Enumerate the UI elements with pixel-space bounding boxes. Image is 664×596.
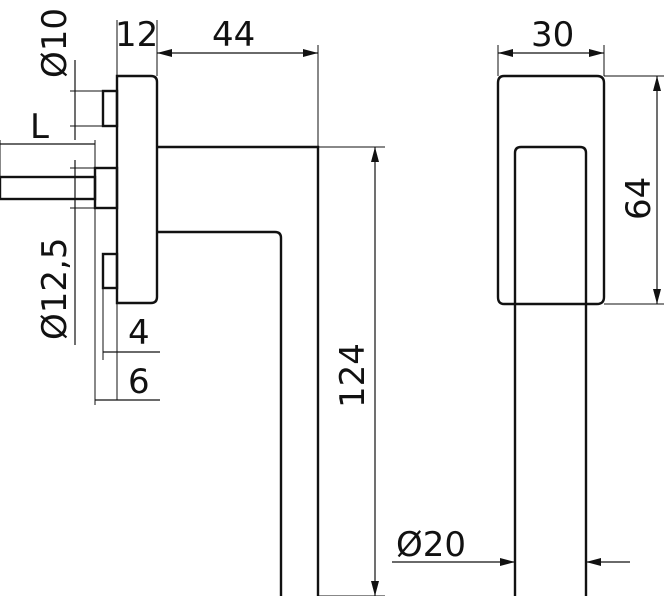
- handle-lever-side: [157, 145, 320, 596]
- label-grip-diameter: Ø20: [396, 525, 466, 565]
- side-view-dimensions: [0, 20, 515, 596]
- label-rose-height: 64: [619, 177, 659, 220]
- pin-bottom: [101, 252, 119, 290]
- label-boss-diameter: Ø12,5: [35, 238, 75, 340]
- label-rose-width: 30: [531, 15, 574, 55]
- label-pin-4: 4: [128, 313, 150, 353]
- label-pin-6: 6: [128, 362, 150, 402]
- label-handle-reach: 44: [212, 15, 255, 55]
- label-cap-diameter: Ø10: [35, 8, 75, 78]
- spindle-boss: [93, 166, 119, 210]
- rose-plate-side: [115, 74, 159, 305]
- side-view: [0, 74, 320, 596]
- label-rose-thickness: 12: [115, 15, 158, 55]
- front-view: [496, 74, 606, 596]
- handle-grip-front: [513, 145, 588, 596]
- label-total-length: 124: [333, 343, 373, 408]
- label-spindle-length: L: [30, 107, 49, 147]
- spindle: [0, 175, 97, 201]
- front-view-dimensions: [497, 45, 664, 566]
- rose-plate-front: [496, 74, 606, 306]
- cap-fitting-top: [101, 89, 119, 128]
